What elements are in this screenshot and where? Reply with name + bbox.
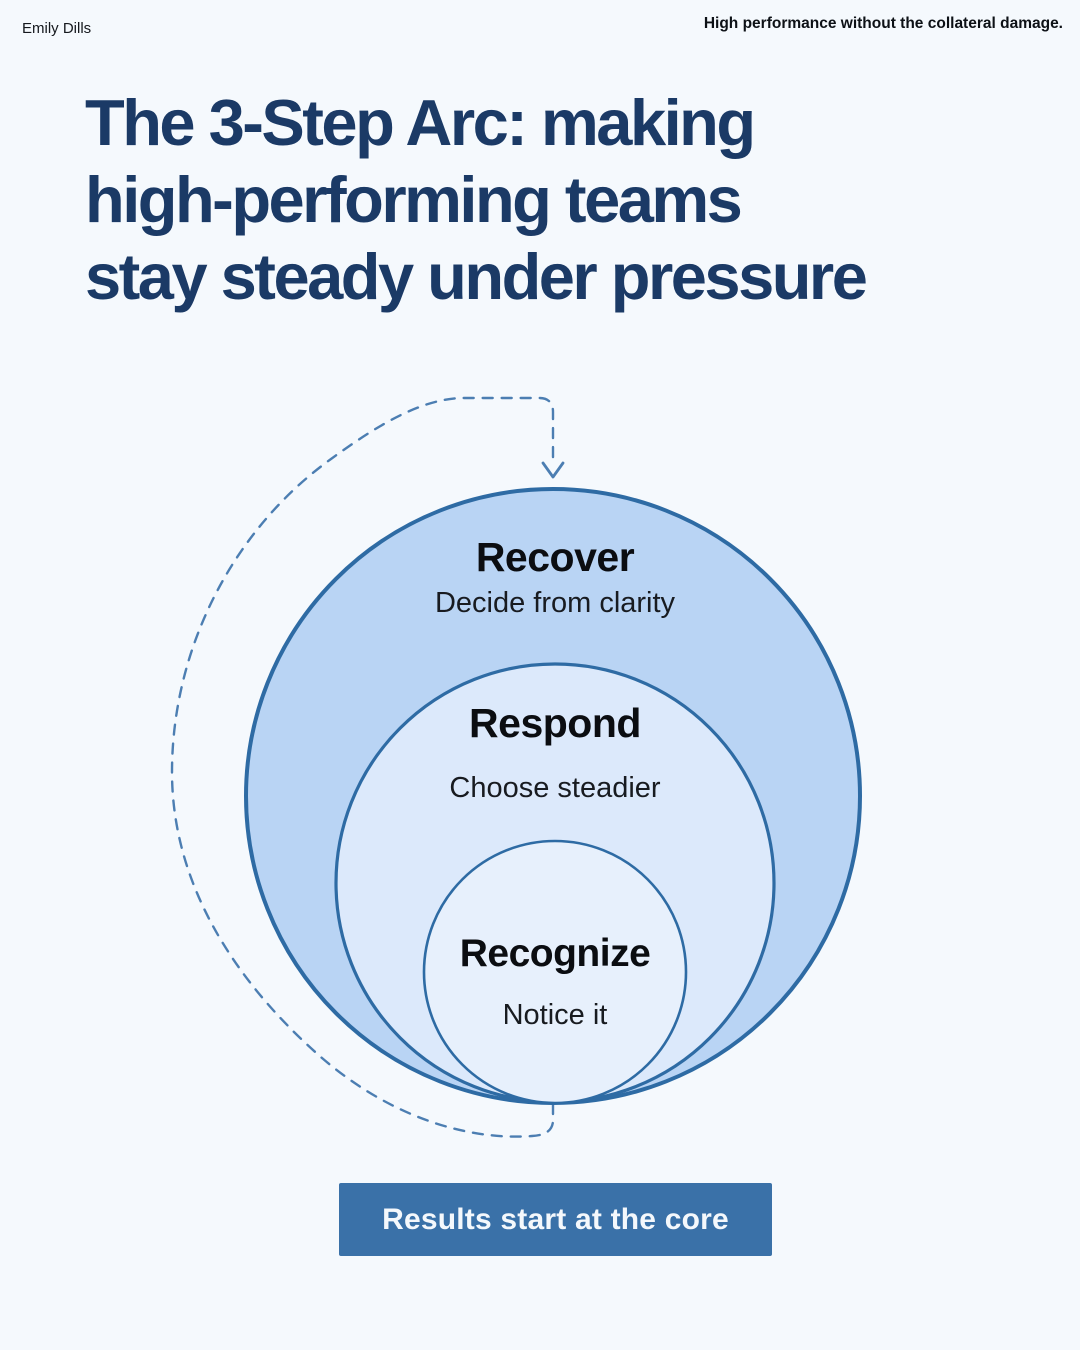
loop-arrowhead-icon	[541, 461, 565, 479]
ring-recognize	[422, 839, 688, 1105]
ring-recognize-sublabel: Notice it	[503, 999, 608, 1031]
page-title-line-2: high-performing teams	[85, 163, 743, 236]
page-title-line-1: The 3-Step Arc: making	[85, 86, 756, 159]
tagline: High performance without the collateral …	[703, 15, 1063, 32]
ring-respond-label: Respond	[469, 700, 641, 746]
author-name: Emily Dills	[22, 20, 92, 37]
ring-recognize-label: Recognize	[460, 932, 651, 975]
results-banner: Results start at the core	[339, 1183, 772, 1256]
ring-recover-sublabel: Decide from clarity	[435, 587, 676, 619]
page-title: The 3-Step Arc: making high-performing t…	[85, 84, 1045, 315]
page-title-line-3: stay steady under pressure	[85, 240, 868, 313]
results-banner-label: Results start at the core	[382, 1202, 729, 1236]
loop-arrow-icon	[170, 396, 555, 1138]
ring-respond-sublabel: Choose steadier	[449, 772, 661, 804]
ring-recover-label: Recover	[476, 534, 635, 580]
